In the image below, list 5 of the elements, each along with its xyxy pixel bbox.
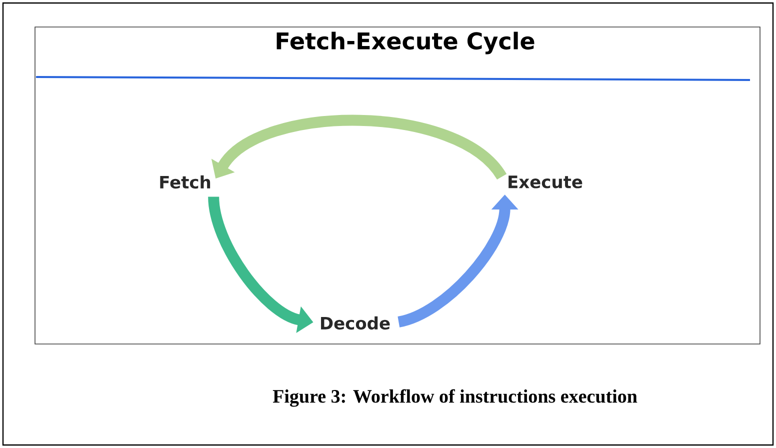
cycle-label: Execute xyxy=(508,176,582,188)
cycle-label: Fetch xyxy=(160,175,210,189)
cycle-label: Decode xyxy=(321,316,390,330)
title-text: Fetch-Execute Cycle xyxy=(276,32,534,54)
figure-caption: Figure 3: Workflow of instructions execution xyxy=(272,389,638,407)
